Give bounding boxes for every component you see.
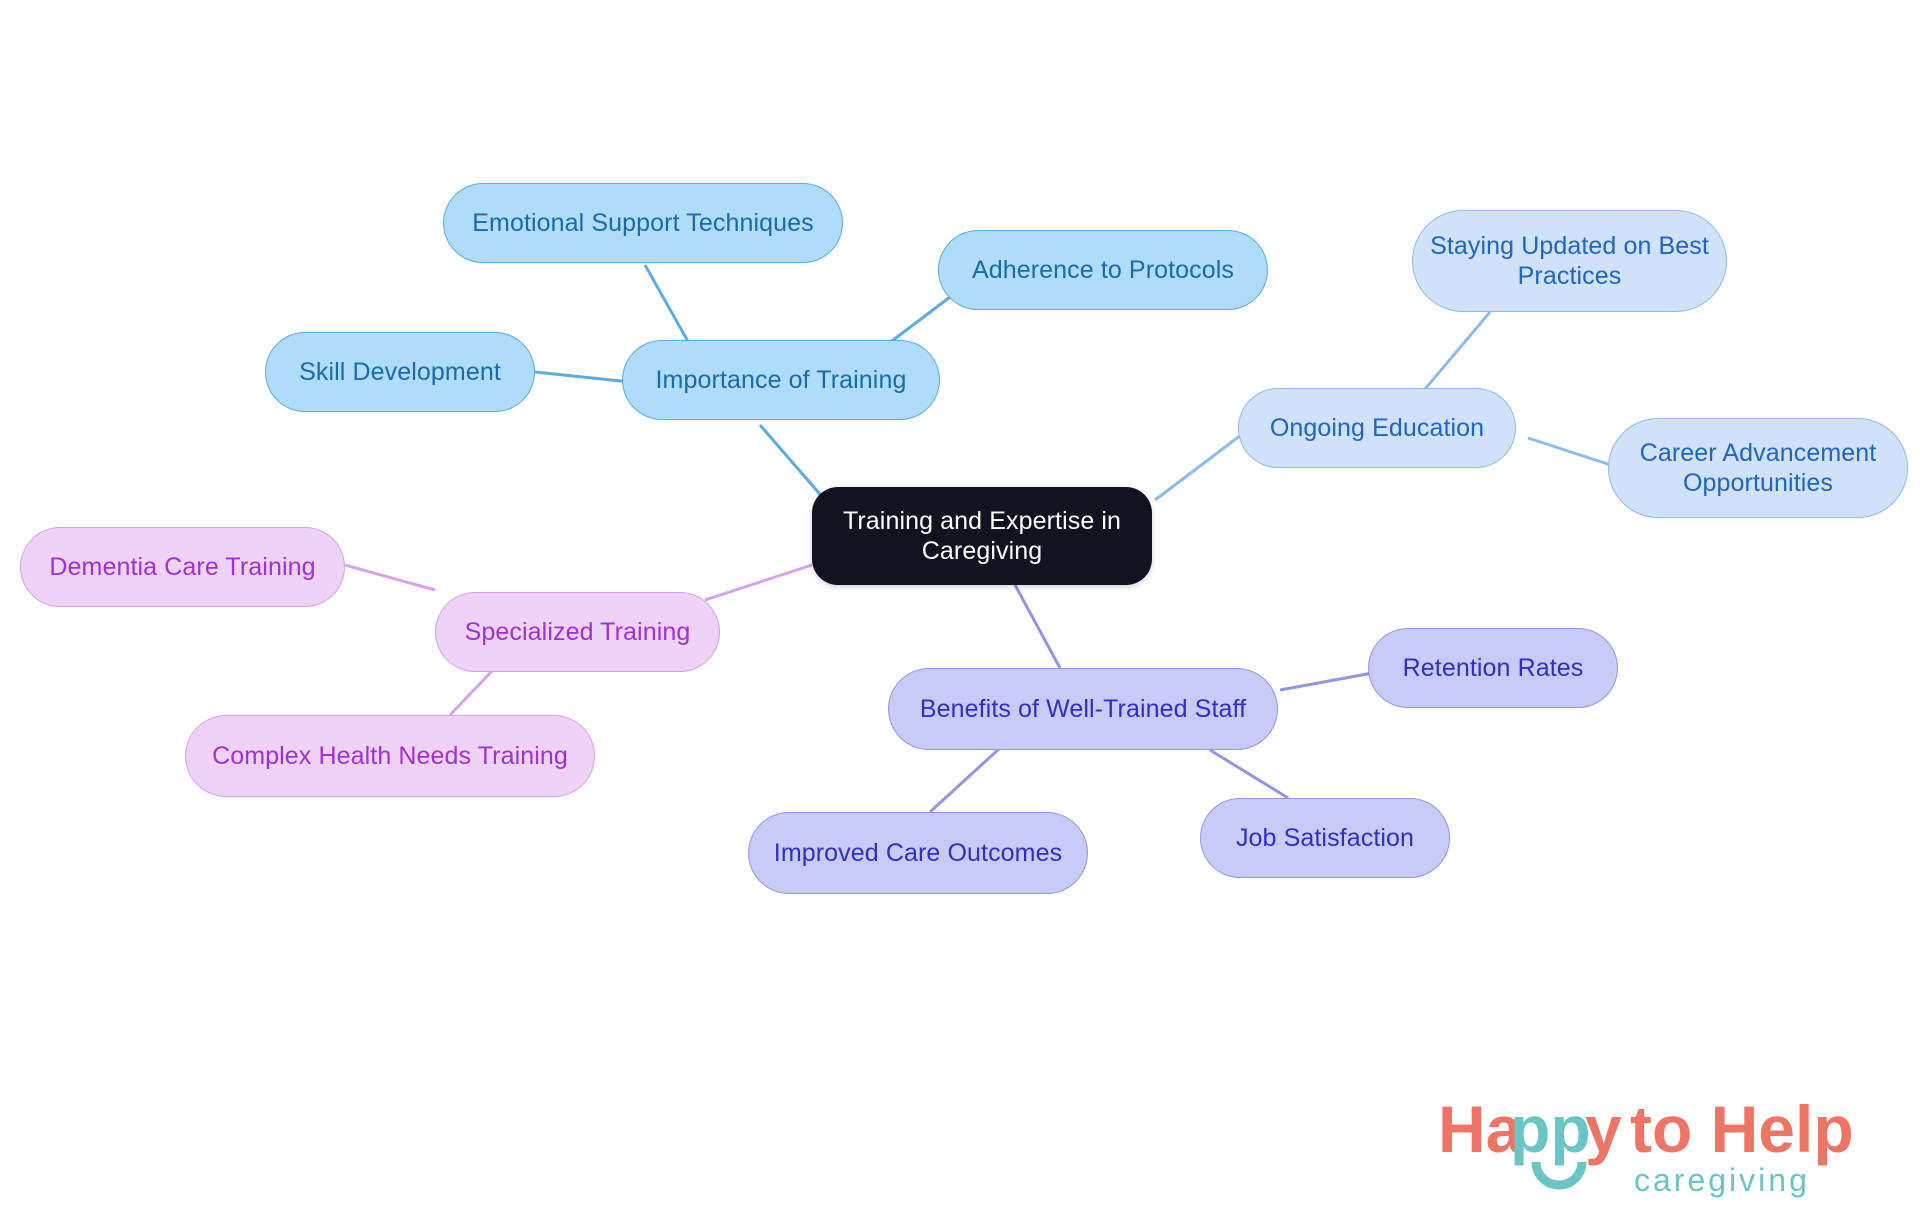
node-ongoing-education[interactable]: Ongoing Education <box>1238 388 1516 468</box>
logo-text-pp: pp <box>1510 1092 1591 1166</box>
node-career-advancement-opportunities-label: Career Advancement Opportunities <box>1639 438 1877 498</box>
edge-root-ongoing-education <box>1154 430 1246 502</box>
node-benefits-of-well-trained-staff[interactable]: Benefits of Well-Trained Staff <box>888 668 1278 750</box>
node-ongoing-education-label: Ongoing Education <box>1269 413 1485 442</box>
node-career-advancement-opportunities[interactable]: Career Advancement Opportunities <box>1608 418 1908 518</box>
node-specialized-training-label: Specialized Training <box>464 617 691 646</box>
node-emotional-support-techniques-label: Emotional Support Techniques <box>472 208 814 237</box>
edge-root-benefits <box>1013 584 1062 669</box>
node-skill-development-label: Skill Development <box>299 357 501 386</box>
edge-benefits-job-satisfaction <box>1209 748 1289 800</box>
node-skill-development[interactable]: Skill Development <box>265 332 535 412</box>
node-improved-care-outcomes-label: Improved Care Outcomes <box>773 838 1063 867</box>
node-staying-updated-on-best-practices-label: Staying Updated on Best Practices <box>1430 231 1709 291</box>
node-benefits-of-well-trained-staff-label: Benefits of Well-Trained Staff <box>919 694 1247 723</box>
node-retention-rates-label: Retention Rates <box>1402 653 1584 682</box>
node-job-satisfaction[interactable]: Job Satisfaction <box>1200 798 1450 878</box>
logo-tagline: caregiving <box>1634 1162 1810 1198</box>
node-emotional-support-techniques[interactable]: Emotional Support Techniques <box>443 183 843 263</box>
node-job-satisfaction-label: Job Satisfaction <box>1235 823 1415 852</box>
smile-arc-icon <box>1531 1161 1587 1190</box>
happy-to-help-logo: Ha pp y to Help caregiving <box>1438 1090 1858 1200</box>
node-adherence-to-protocols[interactable]: Adherence to Protocols <box>938 230 1268 310</box>
edge-specialized-dementia-care <box>344 563 436 592</box>
node-specialized-training[interactable]: Specialized Training <box>435 592 720 672</box>
logo-text-to-help: to Help <box>1630 1092 1854 1166</box>
node-staying-updated-on-best-practices[interactable]: Staying Updated on Best Practices <box>1412 210 1727 312</box>
node-root-label: Training and Expertise in Caregiving <box>842 506 1122 566</box>
logo-graphic: Ha pp y to Help caregiving <box>1438 1092 1854 1198</box>
node-root[interactable]: Training and Expertise in Caregiving <box>812 487 1152 585</box>
edge-benefits-retention-rates <box>1279 670 1379 692</box>
node-complex-health-needs-training[interactable]: Complex Health Needs Training <box>185 715 595 797</box>
node-adherence-to-protocols-label: Adherence to Protocols <box>971 255 1235 284</box>
edge-importance-emotional-support <box>643 264 692 346</box>
logo-text-ha: Ha <box>1438 1092 1524 1166</box>
edge-importance-skill-development <box>534 370 631 384</box>
node-retention-rates[interactable]: Retention Rates <box>1368 628 1618 708</box>
node-importance-of-training[interactable]: Importance of Training <box>622 340 940 420</box>
edge-root-importance-of-training <box>758 424 827 501</box>
node-improved-care-outcomes[interactable]: Improved Care Outcomes <box>748 812 1088 894</box>
edge-benefits-improved-care-outcomes <box>928 746 1002 814</box>
node-complex-health-needs-training-label: Complex Health Needs Training <box>212 741 568 770</box>
node-importance-of-training-label: Importance of Training <box>655 365 907 394</box>
edge-ongoing-staying-updated <box>1418 311 1492 396</box>
edge-root-specialized-training <box>704 563 813 602</box>
node-dementia-care-training-label: Dementia Care Training <box>49 552 316 581</box>
edge-ongoing-career-advancement <box>1527 436 1621 470</box>
node-dementia-care-training[interactable]: Dementia Care Training <box>20 527 345 607</box>
logo-text-y: y <box>1585 1092 1622 1166</box>
